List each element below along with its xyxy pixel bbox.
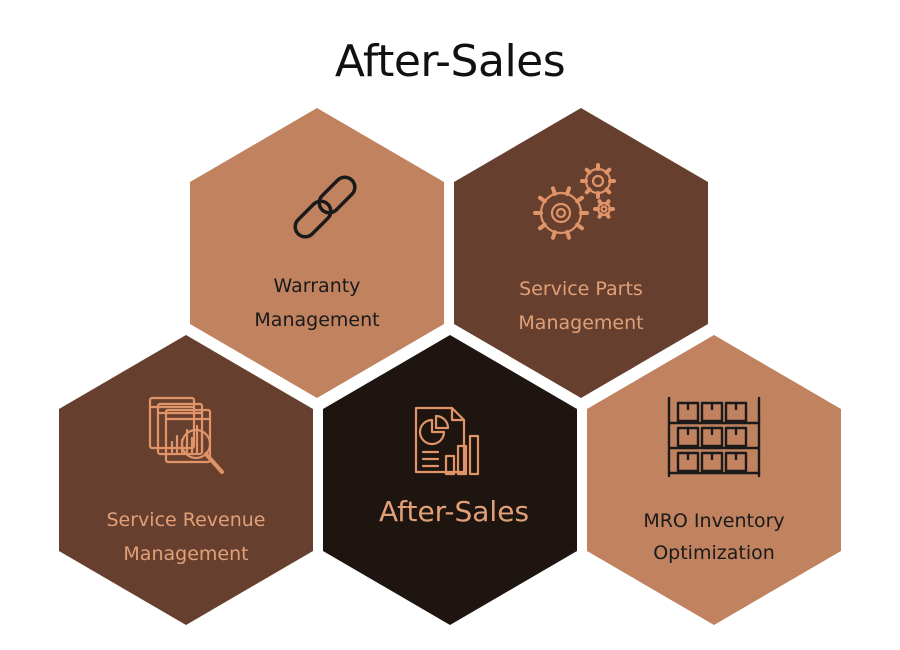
hexagon-service-revenue-management	[59, 335, 313, 625]
gear-tooth	[597, 212, 603, 219]
hexagon-after-sales	[323, 335, 577, 625]
gear-tooth	[551, 230, 557, 240]
report-chart-icon	[414, 406, 480, 476]
hexagon-mro-inventory-optimization	[587, 335, 841, 625]
hexagon-warranty-management	[190, 108, 444, 398]
gear-tooth	[584, 167, 592, 175]
gear-tooth	[575, 195, 584, 204]
mro-label-line-2: Optimization	[653, 542, 775, 564]
gear-tooth	[565, 230, 571, 240]
service-parts-label-line-2: Management	[518, 312, 643, 334]
gear-tooth	[565, 186, 571, 196]
hexagon-service-parts-management	[454, 108, 708, 398]
chain-link-icon	[293, 175, 357, 239]
gear-tooth	[604, 167, 612, 175]
gear-tooth	[605, 212, 611, 219]
gear-tooth	[604, 187, 612, 195]
service-revenue-label-line-1: Service Revenue	[106, 509, 265, 531]
gears-icon	[533, 163, 616, 240]
gear-tooth	[538, 222, 547, 231]
mro-label-line-1: MRO Inventory	[643, 510, 784, 532]
warranty-label-line-2: Management	[254, 309, 379, 331]
gear-tooth	[538, 195, 547, 204]
warehouse-shelves-icon	[667, 396, 761, 478]
gear-tooth	[584, 187, 592, 195]
service-parts-label-line-1: Service Parts	[519, 278, 643, 300]
revenue-analytics-icon	[148, 396, 224, 474]
service-revenue-label-line-2: Management	[123, 543, 248, 565]
after-sales-label: After-Sales	[379, 495, 529, 528]
page-title: After-Sales	[334, 36, 566, 87]
gear-tooth	[597, 199, 603, 206]
warranty-label-line-1: Warranty	[274, 275, 361, 297]
gear-tooth	[605, 199, 611, 206]
gear-tooth	[551, 186, 557, 196]
gear-tooth	[575, 222, 584, 231]
